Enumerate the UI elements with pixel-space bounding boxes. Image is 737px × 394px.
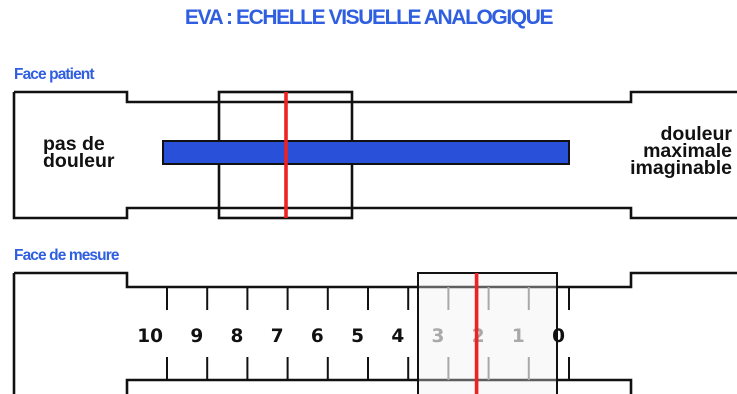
label-max-pain-line1: douleur (660, 123, 733, 145)
analogue-scale-bar (162, 140, 570, 165)
label-no-pain: pas de douleur (43, 133, 115, 172)
scale-number-3: 3 (432, 326, 445, 347)
face-mesure-heading: Face de mesure (14, 247, 119, 264)
scale-number-1: 1 (512, 326, 525, 347)
scale-number-0: 0 (552, 326, 565, 347)
scale-number-7: 7 (271, 326, 284, 347)
measure-slider-window[interactable] (417, 272, 558, 394)
scale-number-10: 10 (137, 326, 163, 347)
measure-ticks (166, 287, 570, 380)
label-no-pain-line1: pas de (43, 133, 105, 155)
measure-ruler-outline (12, 271, 737, 394)
scale-number-9: 9 (190, 326, 203, 347)
label-max-pain-line2: maximale (643, 140, 732, 162)
label-max-pain-line3: imaginable (630, 157, 732, 179)
patient-ruler-outline (12, 90, 737, 220)
scale-number-6: 6 (311, 326, 324, 347)
page-title: EVA : ECHELLE VISUELLE ANALOGIQUE (184, 6, 554, 29)
face-patient-heading: Face patient (14, 66, 95, 83)
scale-number-5: 5 (351, 326, 364, 347)
scale-number-4: 4 (391, 326, 404, 347)
label-max-pain: douleur maximale imaginable (630, 123, 733, 179)
scale-number-8: 8 (231, 326, 244, 347)
label-no-pain-line2: douleur (43, 150, 115, 172)
